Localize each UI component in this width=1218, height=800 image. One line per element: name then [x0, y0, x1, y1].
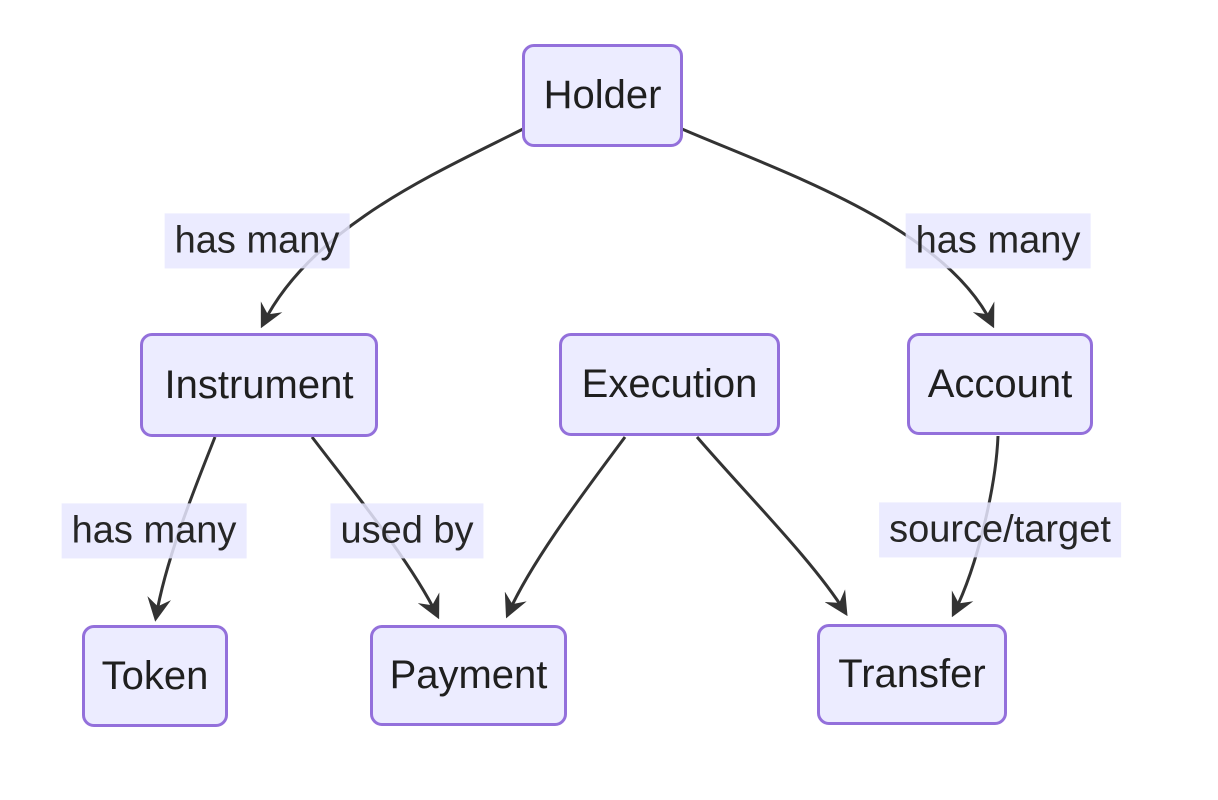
- edge-label-holder-account: has many: [905, 213, 1091, 269]
- node-account-label: Account: [927, 361, 1073, 406]
- edge-label-holder-instrument: has many: [164, 213, 350, 269]
- node-execution-label: Execution: [581, 362, 758, 406]
- node-execution: Execution: [559, 333, 780, 436]
- node-account: Account: [907, 333, 1093, 435]
- node-payment-label: Payment: [389, 653, 548, 697]
- edge-holder-account: [681, 127, 995, 329]
- node-instrument-label: Instrument: [164, 362, 354, 407]
- edge-label-instrument-payment: used by: [330, 503, 484, 559]
- edge-execution-payment: [504, 436, 627, 619]
- node-instrument: Instrument: [140, 333, 378, 437]
- edge-execution-transfer: [695, 436, 848, 617]
- node-token-label: Token: [101, 653, 209, 698]
- node-payment: Payment: [370, 625, 567, 726]
- edge-holder-instrument: [260, 127, 524, 329]
- node-holder: Holder: [522, 44, 683, 147]
- edge-label-instrument-token: has many: [61, 503, 247, 559]
- node-transfer: Transfer: [817, 624, 1007, 725]
- node-token: Token: [82, 625, 228, 727]
- edge-label-account-transfer: source/target: [879, 502, 1121, 558]
- node-holder-label: Holder: [543, 73, 662, 117]
- node-transfer-label: Transfer: [838, 652, 986, 696]
